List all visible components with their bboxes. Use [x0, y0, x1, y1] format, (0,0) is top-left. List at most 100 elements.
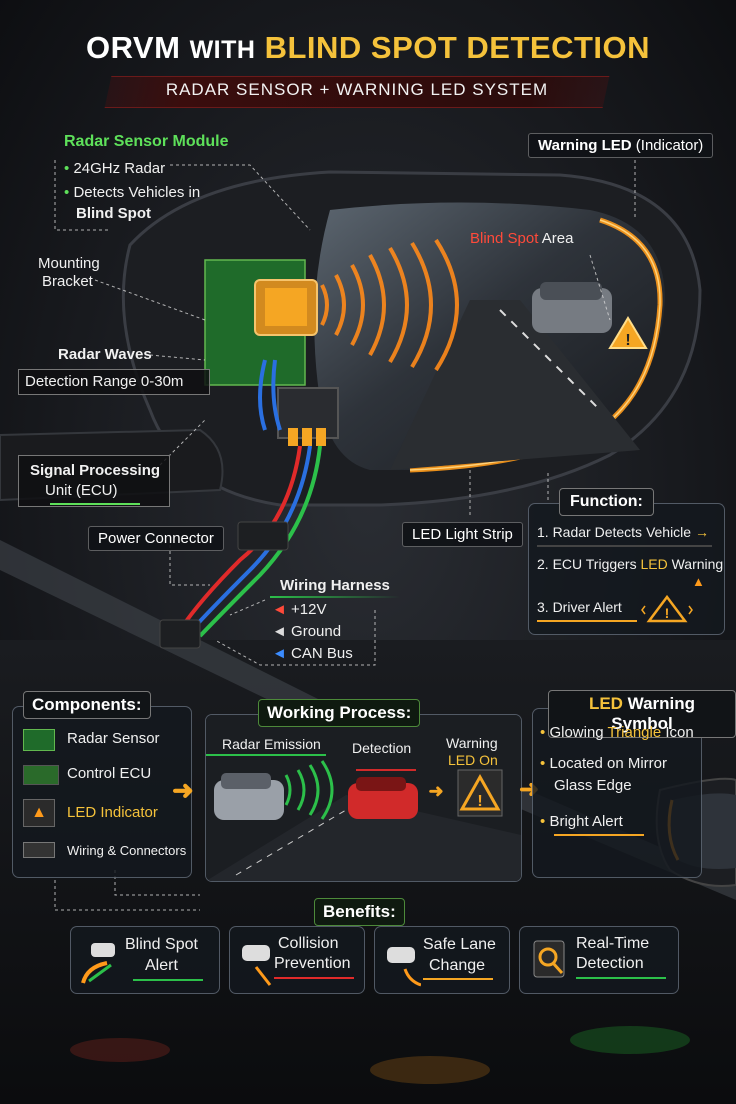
signal-unit-underline — [50, 503, 140, 505]
benefit-4-underline — [576, 977, 666, 979]
component-wiring: Wiring & Connectors — [67, 843, 187, 858]
wire-can: ◄ CAN Bus — [272, 645, 353, 662]
led-symbol-title-b: Warning Symbol — [611, 694, 696, 733]
page-title: ORVM WITH BLIND SPOT DETECTION — [0, 30, 736, 66]
function-divider-1 — [537, 545, 712, 547]
led-symbol-item-1: • Glowing Triangle Icon — [540, 724, 694, 741]
benefit-3-underline — [423, 978, 493, 980]
led-symbol-title: LED Warning Symbol — [548, 690, 736, 738]
subtitle: RADAR SENSOR + WARNING LED SYSTEM — [165, 80, 549, 99]
wire-can-text: CAN Bus — [291, 645, 353, 662]
led-symbol-item-1a: Glowing — [549, 724, 604, 741]
real-time-detection-icon — [533, 940, 565, 978]
step-radar-emission: Radar Emission — [222, 736, 321, 752]
working-process-panel: ! ➜ Radar Emission Detection Warning LED… — [205, 714, 522, 882]
components-title: Components: — [23, 691, 151, 719]
step-warning: Warning — [446, 735, 498, 751]
wire-ground: ◄ Ground — [272, 623, 342, 640]
signal-unit-label-b: Unit (ECU) — [45, 482, 118, 499]
radar-bullet-2b: Blind Spot — [76, 205, 151, 222]
function-panel: Function: 1. Radar Detects Vehicle → 2. … — [528, 488, 725, 635]
radar-module-title: Radar Sensor Module — [64, 133, 229, 150]
led-symbol-item-3-text: Bright Alert — [549, 813, 623, 830]
title-with: WITH — [189, 36, 256, 64]
benefit-3-line1: Safe Lane — [423, 936, 496, 953]
svg-text:!: ! — [665, 605, 670, 621]
svg-text:➜: ➜ — [428, 781, 443, 801]
signal-unit-box — [18, 455, 170, 507]
blind-spot-area-label: Blind Spot Area — [470, 230, 573, 247]
led-strip-label: LED Light Strip — [402, 522, 523, 547]
wire-12v: ◄ +12V — [272, 601, 327, 618]
benefit-safe-lane-change: Safe Lane Change — [374, 926, 510, 994]
wiring-harness-label: Wiring Harness — [280, 577, 390, 594]
benefit-4-line1: Real-Time — [576, 935, 650, 952]
component-ecu: Control ECU — [67, 765, 152, 782]
title-blind-spot: BLIND SPOT DETECTION — [264, 30, 651, 65]
benefit-2-line1: Collision — [278, 935, 339, 952]
component-led: LED Indicator — [67, 804, 158, 821]
function-item-2: 2. ECU Triggers LED Warning — [537, 556, 723, 572]
warning-led-label: Warning LED — [538, 137, 632, 154]
benefit-3-line2: Change — [429, 957, 486, 974]
led-symbol-item-2a: Located on Mirror — [549, 755, 667, 772]
wire-12v-text: +12V — [291, 601, 327, 618]
benefit-2-underline — [274, 977, 354, 979]
benefit-1-line1: Blind Spot — [125, 936, 198, 953]
arrow-right-icon: ➜ — [172, 775, 194, 805]
radar-bullet-2-text: Detects Vehicles in — [73, 184, 201, 201]
blind-spot-label-a: Blind Spot — [470, 230, 539, 247]
wire-ground-text: Ground — [291, 623, 342, 640]
function-item-1: 1. Radar Detects Vehicle → — [537, 524, 709, 540]
warning-led-tag: Warning LED (Indicator) — [528, 133, 714, 158]
wiring-connectors-icon — [23, 842, 55, 858]
radar-bullet-2: • Detects Vehicles in — [64, 184, 201, 201]
detection-range-box: Detection Range 0-30m — [18, 369, 210, 395]
wiring-harness-underline — [270, 596, 400, 598]
power-connector-label: Power Connector — [88, 526, 224, 551]
benefits-title: Benefits: — [314, 898, 405, 926]
blind-spot-alert-icon — [81, 943, 115, 984]
detection-range-label: Detection Range 0-30m — [25, 373, 184, 390]
title-orvm: ORVM — [85, 30, 181, 65]
led-symbol-item-2b: Glass Edge — [554, 777, 632, 794]
mounting-bracket-label-b: Bracket — [42, 273, 93, 290]
safe-lane-change-icon — [387, 947, 421, 987]
led-symbol-title-a: LED — [588, 694, 623, 713]
function-item-3: 3. Driver Alert — [537, 599, 622, 615]
led-indicator-icon: ▲ — [23, 799, 55, 827]
radar-sensor-icon — [23, 729, 55, 751]
control-ecu-icon — [23, 765, 59, 785]
led-symbol-item-1c: Icon — [665, 724, 694, 741]
driver-alert-icon: ! — [641, 594, 693, 623]
benefit-4-line2: Detection — [576, 955, 644, 972]
benefit-1-underline — [133, 979, 203, 981]
led-symbol-underline — [554, 834, 644, 836]
radar-bullet-1: • 24GHz Radar — [64, 160, 166, 177]
svg-text:!: ! — [477, 793, 482, 810]
function-item-2-rest: Warning — [671, 556, 724, 572]
benefit-2-line2: Prevention — [274, 955, 351, 972]
benefit-collision-prevention: Collision Prevention — [229, 926, 365, 994]
radar-waves-label: Radar Waves — [58, 346, 152, 363]
function-item-2-text: 2. ECU Triggers — [537, 556, 637, 572]
working-process-illustration: ! ➜ — [206, 715, 521, 881]
benefit-blind-spot-alert: Blind Spot Alert — [70, 926, 220, 994]
function-item-1-text: 1. Radar Detects Vehicle — [537, 524, 692, 540]
benefit-real-time-detection: Real-Time Detection — [519, 926, 679, 994]
step-led-on: LED On — [448, 752, 498, 768]
led-symbol-item-1b: Triangle — [607, 724, 662, 741]
function-item-3-underline — [537, 620, 637, 622]
mounting-bracket-label-a: Mounting — [38, 255, 100, 272]
components-panel: Components: Radar Sensor Control ECU ▲ L… — [12, 691, 192, 878]
benefit-1-line2: Alert — [145, 957, 178, 974]
warning-led-indicator: (Indicator) — [635, 137, 704, 154]
led-symbol-item-2: • Located on Mirror — [540, 755, 667, 772]
component-radar: Radar Sensor — [67, 730, 160, 747]
blind-spot-label-b: Area — [541, 230, 574, 247]
function-title: Function: — [559, 488, 654, 516]
svg-text:!: ! — [625, 332, 630, 349]
radar-bullet-1-text: 24GHz Radar — [73, 160, 166, 177]
led-symbol-item-3: • Bright Alert — [540, 813, 623, 830]
function-item-2-led: LED — [640, 556, 668, 572]
